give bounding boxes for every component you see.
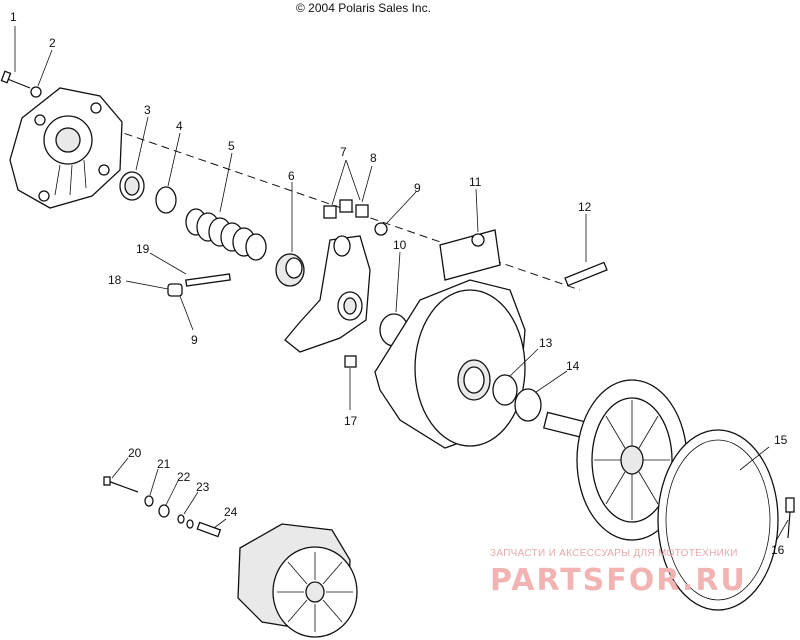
- part-1-bolt: [0, 70, 31, 89]
- callout-23: 23: [196, 480, 210, 494]
- part-22-nut: [158, 504, 170, 518]
- part-16-bolt: [785, 497, 795, 539]
- part-20-pin: [103, 476, 139, 493]
- callout-22: 22: [177, 470, 191, 484]
- watermark-caption: ЗАПЧАСТИ И АКСЕССУАРЫ ДЛЯ МОТОТЕХНИКИ: [490, 548, 738, 559]
- part-13-bushing: [492, 374, 518, 406]
- watermark-logo: PARTSFOR.RU: [490, 563, 747, 598]
- part-6-roller: [275, 253, 305, 287]
- part-19-pin: [185, 273, 231, 287]
- callout-17: 17: [344, 414, 358, 428]
- callout-21: 21: [157, 457, 171, 471]
- callout-4: 4: [176, 119, 183, 133]
- part-23-ring: [177, 514, 185, 524]
- callout-5: 5: [228, 139, 235, 153]
- part-24-roller-pin: [196, 521, 222, 538]
- part-sheave: [374, 279, 526, 449]
- callout-14: 14: [566, 359, 580, 373]
- callout-19: 19: [136, 242, 150, 256]
- part-21-washer: [144, 495, 154, 507]
- part-arm-bracket: [284, 235, 371, 353]
- callout-3: 3: [144, 103, 151, 117]
- callout-15: 15: [774, 433, 788, 447]
- part-drive-clutch: [237, 523, 358, 638]
- callout-12: 12: [578, 200, 592, 214]
- part-7-nut-b: [339, 199, 353, 213]
- part-12-shaft-bolt: [564, 261, 608, 287]
- callout-9-upper: 9: [414, 181, 421, 195]
- part-15-ring-gear: [576, 379, 779, 611]
- callout-9-lower: 9: [191, 333, 198, 347]
- part-3-bushing: [119, 171, 145, 201]
- copyright-text: © 2004 Polaris Sales Inc.: [296, 1, 431, 15]
- callout-10: 10: [393, 238, 407, 252]
- watermark: ЗАПЧАСТИ И АКСЕССУАРЫ ДЛЯ МОТОТЕХНИКИ PA…: [490, 548, 747, 598]
- callout-24: 24: [224, 505, 238, 519]
- part-23-ring-b: [186, 519, 194, 529]
- callout-7: 7: [340, 145, 347, 159]
- callout-11: 11: [469, 175, 482, 189]
- part-17-nut: [344, 355, 357, 368]
- callout-2: 2: [49, 36, 56, 50]
- callout-16: 16: [771, 543, 785, 557]
- part-cover-plate: [9, 87, 123, 209]
- callout-6: 6: [288, 169, 295, 183]
- callout-1: 1: [10, 10, 17, 24]
- part-4-snap-ring: [155, 186, 177, 214]
- part-18-bolt: [167, 283, 183, 297]
- callout-20: 20: [128, 446, 142, 460]
- part-7-nut: [323, 205, 337, 219]
- callout-8: 8: [370, 151, 377, 165]
- callout-13: 13: [539, 336, 553, 350]
- part-11-clip: [439, 229, 501, 281]
- part-2-washer: [30, 86, 42, 98]
- part-8-washer: [355, 204, 369, 218]
- leader-lines: [14, 26, 789, 542]
- part-9-bushing-upper: [374, 222, 388, 236]
- callout-18: 18: [108, 273, 122, 287]
- part-14-washer: [514, 388, 542, 422]
- part-5-spring: [185, 208, 267, 261]
